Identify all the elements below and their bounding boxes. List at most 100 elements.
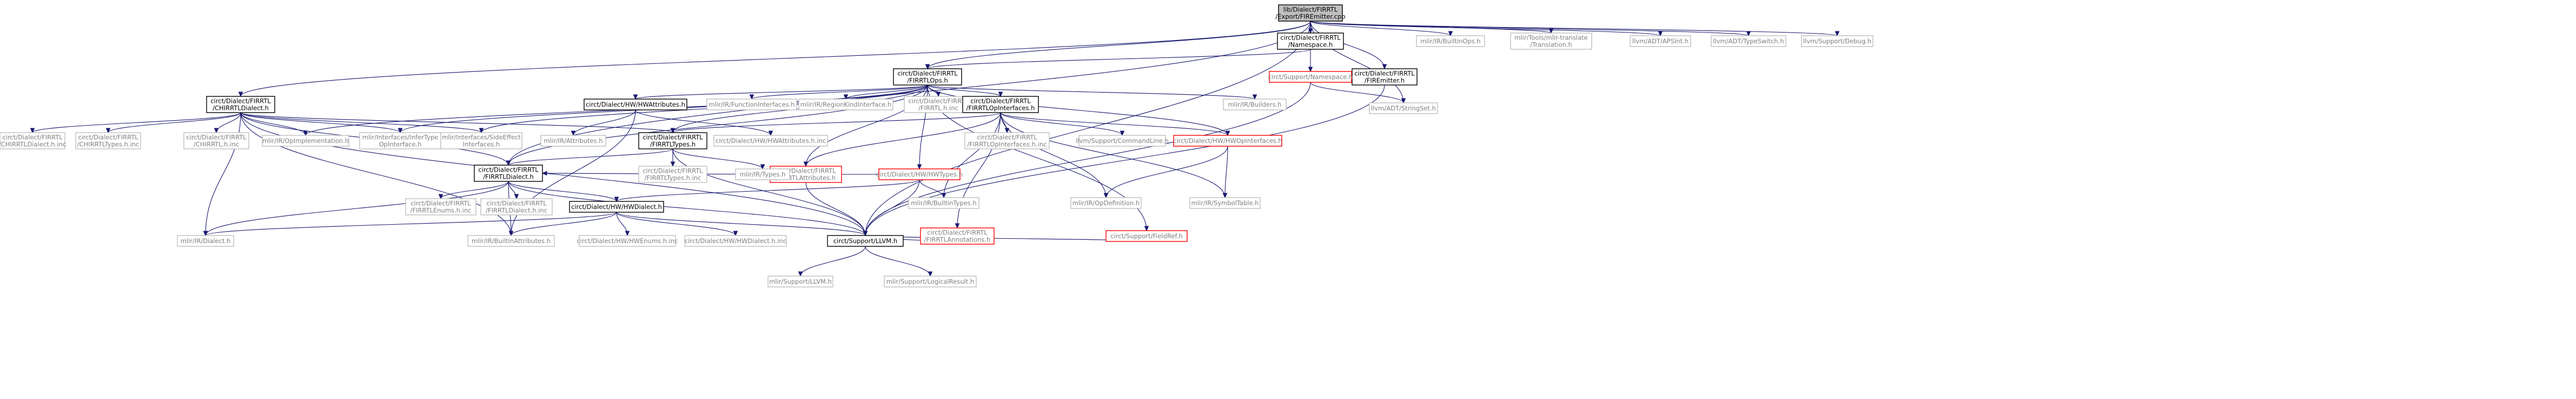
node-box <box>440 132 522 149</box>
edge-line <box>1310 21 1661 36</box>
node-supportns[interactable]: circt/Support/Namespace.h <box>1268 71 1353 83</box>
node-label: mlir/IR/BuiltinAttributes.h <box>472 237 551 245</box>
node-box <box>183 132 249 149</box>
edge-arrowhead <box>670 128 676 134</box>
edge-chirrtl-to-chirrtltypesinc <box>105 112 241 134</box>
node-label: mlir/Interfaces/SideEffect <box>442 134 521 141</box>
edge-firrtlops-to-opinterfaces <box>927 84 1003 97</box>
node-label: /Export/FIREmitter.cpp <box>1275 13 1345 21</box>
edge-arrowhead <box>479 128 484 134</box>
node-label: circt/Dialect/FIRRTL <box>486 200 547 207</box>
node-label: mlir/Tools/mlir-translate <box>1514 34 1588 42</box>
nodes-layer: lib/Dialect/FIRRTL/Export/FIREmitter.cpp… <box>0 4 1873 287</box>
node-box <box>579 235 676 247</box>
node-box <box>878 168 961 180</box>
node-label: llvm/Support/CommandLine.h <box>1076 137 1169 145</box>
edge-chirrtl-to-chirrtlhinc <box>214 112 241 134</box>
node-label: circt/Dialect/FIRRTL <box>643 134 703 141</box>
node-chirrtl[interactable]: circt/Dialect/FIRRTL/CHIRRTLDialect.h <box>206 96 275 113</box>
node-root[interactable]: lib/Dialect/FIRRTL/Export/FIREmitter.cpp <box>1275 4 1346 22</box>
edge-root-to-fireemitter <box>1310 21 1387 70</box>
edge-namespace-to-firrtlops <box>925 49 1311 70</box>
edge-line <box>1000 112 1107 198</box>
edge-arrowhead <box>863 231 868 237</box>
node-hwattrsinc: circt/Dialect/HW/HWAttributes.h.inc <box>713 135 828 147</box>
node-irtypes: mlir/IR/Types.h <box>735 168 790 180</box>
node-hwdialect[interactable]: circt/Dialect/HW/HWDialect.h <box>569 201 664 213</box>
edge-line <box>108 112 241 133</box>
node-box <box>177 235 234 247</box>
edge-hwdialect-to-hwdialectinc <box>616 212 738 237</box>
edge-arrowhead <box>514 194 519 200</box>
node-box <box>1277 32 1344 50</box>
node-box <box>1510 32 1592 50</box>
node-firrtldialect[interactable]: circt/Dialect/FIRRTL/FIRRTLDialect.h <box>474 165 543 182</box>
node-box <box>920 227 995 245</box>
node-annotations[interactable]: circt/Dialect/FIRRTL/FIRRTLAnnotations.h <box>920 227 995 245</box>
edge-opinterfaces-to-annotations <box>955 112 1001 229</box>
edge-firrtlops-to-sideeffect <box>479 84 928 134</box>
node-circtllvm[interactable]: circt/Support/LLVM.h <box>827 235 904 247</box>
node-symboltable: mlir/IR/SymbolTable.h <box>1189 197 1261 209</box>
edge-line <box>672 148 763 169</box>
node-box <box>684 235 787 247</box>
node-builtintypes: mlir/IR/BuiltinTypes.h <box>908 197 979 209</box>
edge-arrowhead <box>506 160 511 166</box>
edge-opinterfaces-to-firrtlattrs <box>803 112 1001 167</box>
node-label: mlir/IR/RegionKindInterface.h <box>800 101 892 108</box>
node-fieldref[interactable]: circt/Support/FieldRef.h <box>1105 230 1188 242</box>
node-box <box>964 132 1050 149</box>
edge-arrowhead <box>955 223 960 229</box>
node-label: llvm/Support/Debug.h <box>1803 37 1871 45</box>
node-label: /FIRRTLEnums.h.inc <box>410 207 472 214</box>
edge-arrowhead <box>733 231 738 237</box>
edge-hwopinterfaces-to-opdef <box>1103 146 1228 199</box>
node-box <box>480 198 553 215</box>
node-box <box>1416 35 1485 47</box>
node-label: circt/Dialect/FIRRTL <box>643 167 703 175</box>
node-firrtlhinc: circt/Dialect/FIRRTL/FIRRTL.h.inc <box>904 96 973 113</box>
edge-line <box>865 84 1385 236</box>
edge-line <box>440 181 509 199</box>
node-fireemitter[interactable]: circt/Dialect/FIRRTL/FIREmitter.h <box>1352 68 1418 86</box>
node-box <box>713 135 828 147</box>
edge-arrowhead <box>303 130 308 136</box>
node-firrtlops[interactable]: circt/Dialect/FIRRTL/FIRRTLOps.h <box>893 68 962 86</box>
node-label: circt/Dialect/FIRRTL <box>186 134 247 141</box>
node-box <box>75 132 141 149</box>
node-box <box>569 201 664 213</box>
node-hwdialectinc: circt/Dialect/HW/HWDialect.h.inc <box>684 235 787 247</box>
node-namespace[interactable]: circt/Dialect/FIRRTL/Namespace.h <box>1277 32 1344 50</box>
edge-firrtlops-to-builders <box>927 84 1257 100</box>
node-hwattrs[interactable]: circt/Dialect/HW/HWAttributes.h <box>584 99 687 110</box>
node-firrtltypes[interactable]: circt/Dialect/FIRRTL/FIRRTLTypes.h <box>638 132 707 149</box>
edge-arrowhead <box>941 193 946 199</box>
edge-arrowhead <box>30 128 35 134</box>
edge-line <box>1310 21 1385 69</box>
node-chirrtltypesinc: circt/Dialect/FIRRTL/CHIRRTLTypes.h.inc <box>75 132 141 149</box>
node-label: /FIRRTLDialect.h <box>483 173 534 181</box>
edge-arrowhead <box>625 231 630 237</box>
node-label: /CHIRRTLDialect.h.inc <box>0 141 66 148</box>
edge-root-to-chirrtl <box>238 21 1311 97</box>
node-label: circt/Dialect/FIRRTL <box>478 166 539 174</box>
node-mlirtranslate: mlir/Tools/mlir-translate/Translation.h <box>1510 32 1592 50</box>
edge-line <box>927 49 1311 69</box>
edge-line <box>919 179 944 198</box>
edge-arrowhead <box>1225 130 1230 136</box>
edge-line <box>865 246 931 277</box>
edge-line <box>508 148 673 166</box>
edge-line <box>205 181 509 236</box>
edge-firrtldialect-to-enumsinc <box>438 181 509 200</box>
node-logicalresult: mlir/Support/LogicalResult.h <box>884 276 977 287</box>
node-hwtypes[interactable]: circt/Dialect/HW/HWTypes.h <box>876 168 963 180</box>
node-box <box>1173 135 1282 147</box>
edge-line <box>616 179 920 202</box>
node-box <box>767 276 833 287</box>
edge-fieldref-to-circtllvm <box>863 234 1147 242</box>
edge-line <box>927 84 1255 100</box>
node-hwopinterfaces[interactable]: circt/Dialect/HW/HWOpInterfaces.h <box>1173 135 1282 147</box>
node-box <box>467 235 555 247</box>
node-opinterfaces[interactable]: circt/Dialect/FIRRTL/FIRRTLOpInterfaces.… <box>962 96 1039 113</box>
